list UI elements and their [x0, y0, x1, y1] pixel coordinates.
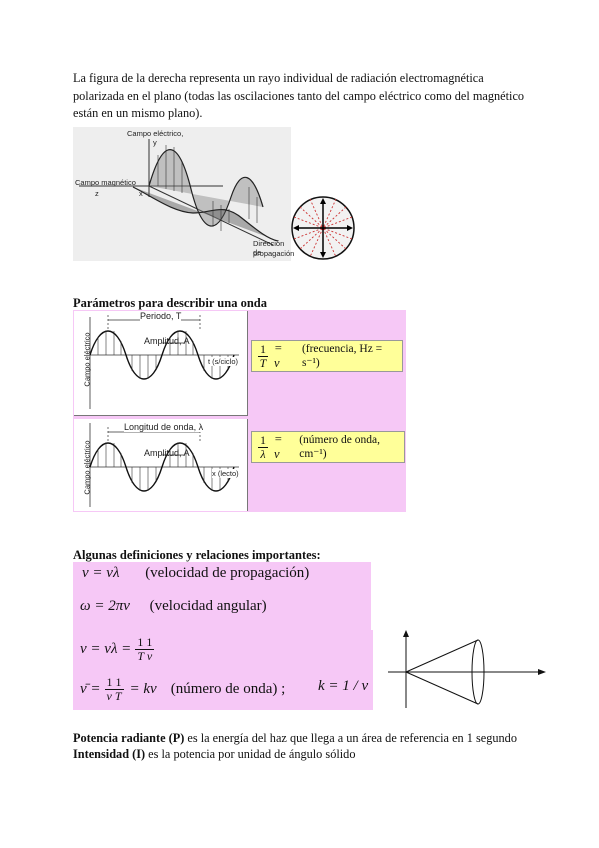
- amplitud-label-2: Amplitud, A: [144, 448, 190, 458]
- propagacion-label: propagación: [253, 249, 295, 258]
- eq1-desc: (velocidad de propagación): [145, 565, 310, 581]
- campo-electrico-label: Campo eléctrico,: [127, 129, 184, 138]
- eq-k: k = 1 / v: [318, 678, 368, 695]
- formula2-fraction: 1 λ: [258, 432, 268, 461]
- formula1-desc: (frecuencia, Hz = s⁻¹): [301, 343, 383, 369]
- formula2-rhs: = ν: [274, 432, 283, 461]
- solid-angle-svg: [388, 630, 546, 708]
- x-axis-label-2: x (lecto): [212, 469, 239, 478]
- definiciones-panel-bottom: [73, 630, 373, 710]
- polarization-circle-svg: [291, 196, 355, 260]
- intro-paragraph: La figura de la derecha representa un ra…: [73, 71, 525, 120]
- definiciones-panel-top: [73, 562, 371, 630]
- eq-velocidad-propagacion: v = νλ (velocidad de propagación): [82, 565, 309, 582]
- direccion-label: Dirección de: [253, 239, 285, 257]
- section-definiciones-title: Algunas definiciones y relaciones import…: [73, 548, 321, 562]
- longitud-label: Longitud de onda, λ: [124, 422, 204, 432]
- y-axis-label: y: [153, 138, 157, 147]
- formula1-den: T: [259, 355, 267, 370]
- eq3-fraction: 1 1 T ν: [135, 635, 155, 663]
- t-axis-label: t (s/ciclo): [208, 357, 238, 366]
- eq4-desc: (número de onda) ;: [170, 681, 286, 697]
- formula1-rhs: = ν: [274, 341, 283, 370]
- eq3-num: 1 1: [135, 635, 155, 650]
- eq4-lhs: ν̄ =: [80, 681, 101, 697]
- formula1-num: 1: [258, 341, 268, 357]
- eq1-expr: v = νλ: [82, 565, 120, 581]
- eq-relacion: v = νλ = 1 1 T ν: [80, 636, 160, 663]
- eq5-expr: k = 1 / v: [318, 678, 369, 694]
- formula2-desc: (número de onda, cm⁻¹): [299, 434, 381, 460]
- wave-length-figure: Longitud de onda, λ Amplitud, A x (lecto…: [74, 419, 248, 511]
- eq4-num: 1 1: [104, 675, 124, 690]
- solid-angle-figure: [374, 630, 547, 710]
- intensidad-term: Intensidad (I): [73, 747, 146, 761]
- formula2-num: 1: [258, 432, 268, 448]
- polarization-circle-figure: [290, 195, 356, 261]
- eq4-fraction: 1 1 v T: [104, 675, 124, 703]
- campo-magnetico-label: Campo magnético: [75, 178, 136, 187]
- formula-numero-onda: 1 λ = ν (número de onda, cm⁻¹): [251, 431, 405, 463]
- eq3-den: T ν: [137, 649, 153, 663]
- em-wave-figure: Campo eléctrico, y Campo magnético z x D…: [73, 127, 295, 261]
- eq3-lhs: v = νλ =: [80, 641, 132, 657]
- amplitud-label-1: Amplitud, A: [144, 336, 190, 346]
- formula2-den: λ: [260, 446, 266, 461]
- eq-numero-onda: ν̄ = 1 1 v T = kν (número de onda) ;: [80, 676, 285, 703]
- potencia-term: Potencia radiante (P): [73, 731, 185, 745]
- section-parametros-title: Parámetros para describir una onda: [73, 296, 267, 310]
- z-axis-label: z: [95, 189, 99, 198]
- formula1-fraction: 1 T: [258, 341, 268, 370]
- wave-length-svg: [89, 423, 239, 507]
- wave2-ylabel: Campo eléctrico: [82, 440, 92, 495]
- formula-frecuencia: 1 T = ν (frecuencia, Hz = s⁻¹): [251, 340, 403, 372]
- intensidad-line: Intensidad (I) es la potencia por unidad…: [73, 747, 355, 762]
- potencia-line: Potencia radiante (P) es la energía del …: [73, 731, 517, 746]
- wave1-ylabel: Campo eléctrico: [82, 332, 92, 387]
- intensidad-def: es la potencia por unidad de ángulo sóli…: [145, 747, 356, 761]
- wave-period-figure: Periodo, T Amplitud, A t (s/ciclo) Campo…: [74, 311, 248, 416]
- eq4-den: v T: [106, 689, 122, 703]
- eq2-desc: (velocidad angular): [149, 598, 267, 614]
- em-wave-svg: [79, 139, 279, 246]
- potencia-def: es la energía del haz que llega a un áre…: [184, 731, 517, 745]
- eq2-expr: ω = 2πν: [80, 598, 130, 614]
- periodo-label: Periodo, T: [140, 311, 182, 321]
- eq-velocidad-angular: ω = 2πν (velocidad angular): [80, 598, 267, 615]
- eq4-rhs: = kν: [129, 681, 157, 697]
- x-axis-label: x: [139, 189, 143, 198]
